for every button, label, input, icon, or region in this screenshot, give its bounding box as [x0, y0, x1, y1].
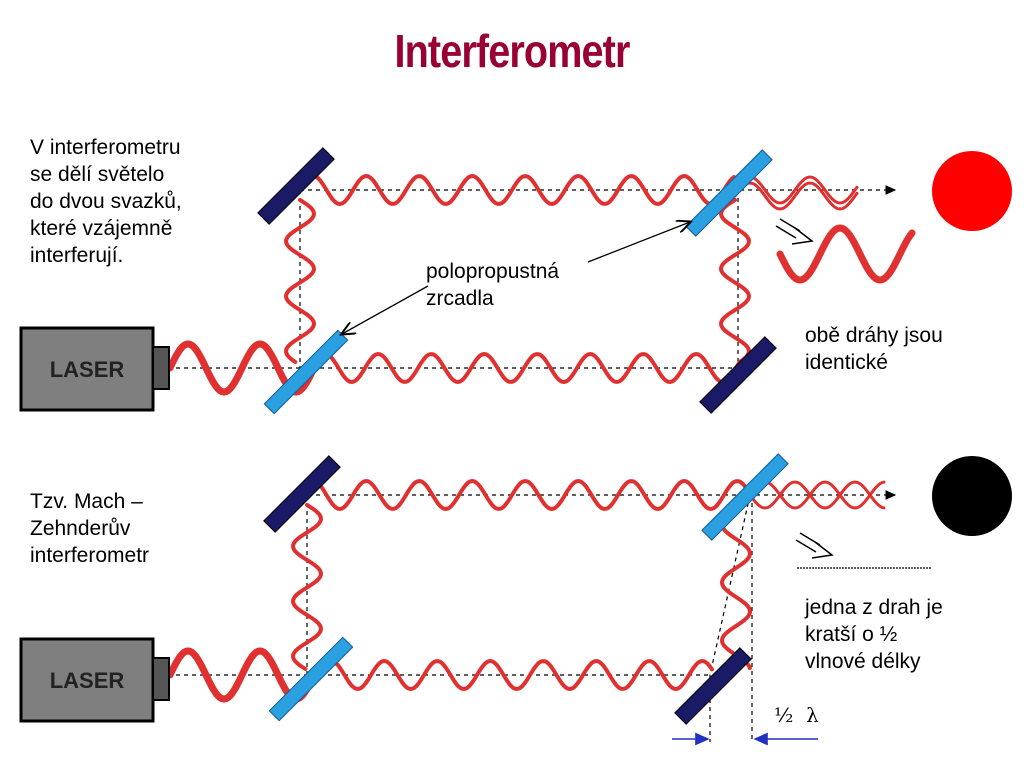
bottom-laser: LASER	[19, 637, 170, 723]
bottom-right-arm-wave	[719, 508, 753, 670]
top-output-wave-1	[733, 175, 859, 205]
top-amplified-wave	[776, 224, 916, 284]
top-laser-label: LASER	[50, 357, 125, 382]
bottom-dashed-paths	[160, 490, 897, 742]
top-mirror-upper-left	[257, 147, 335, 225]
top-left-arm-wave	[283, 198, 317, 364]
bottom-result-label: jedna z drah je kratší o ½ vlnové délky	[805, 596, 943, 673]
bottom-mirror-lower-right	[674, 647, 752, 725]
bottom-dark-detector	[932, 456, 1012, 536]
top-upper-arm-wave	[298, 173, 736, 207]
top-laser: LASER	[19, 326, 170, 412]
bottom-mirror-upper-left	[263, 455, 341, 533]
top-bright-detector	[932, 151, 1012, 231]
bottom-optics	[263, 453, 789, 725]
bottom-splitter-upper-right	[701, 453, 789, 541]
top-mirror-lower-right	[699, 336, 777, 414]
bottom-output-wave-2	[748, 480, 886, 510]
top-result-arrow	[775, 218, 814, 245]
top-dashed-paths	[160, 185, 897, 369]
bottom-splitter-lower-left	[268, 636, 354, 722]
bottom-output-wave-1	[748, 480, 886, 510]
top-description: V interferometru se dělí světelo do dvou…	[30, 136, 182, 267]
splitter-label: polopropustná zrcadla	[426, 260, 560, 310]
bottom-left-arm-wave	[290, 503, 324, 671]
page-title: Interferometr	[394, 25, 630, 77]
bottom-lower-arm-wave	[316, 658, 714, 692]
bottom-laser-label: LASER	[50, 668, 125, 693]
top-lower-arm-wave	[310, 351, 742, 385]
half-lambda-label: ½ λ	[774, 703, 819, 727]
bottom-light-waves	[166, 478, 886, 703]
top-right-arm-wave	[718, 198, 752, 364]
bottom-result-arrow	[795, 532, 834, 559]
top-splitter-pointers	[342, 222, 690, 334]
bottom-upper-arm-wave	[298, 478, 752, 512]
top-optics	[257, 147, 777, 415]
top-output-wave-2	[733, 181, 859, 211]
bottom-description: Tzv. Mach – Zehnderův interferometr	[30, 490, 150, 567]
top-result-label: obě dráhy jsou identické	[805, 324, 943, 374]
